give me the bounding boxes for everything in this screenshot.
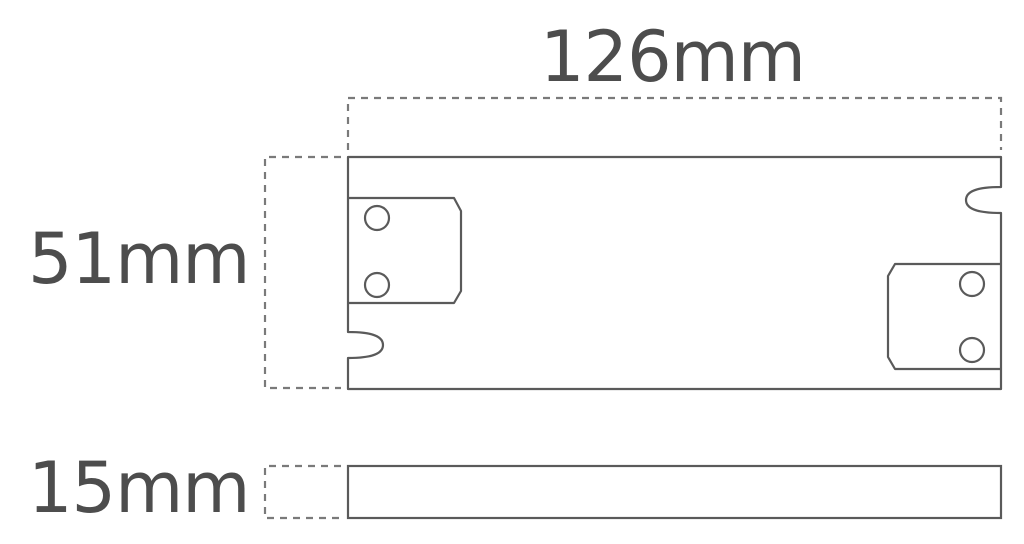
right-terminal-screw-top <box>958 270 986 298</box>
depth-dimension-label: 15mm <box>28 447 250 529</box>
width-dimension-guide <box>346 96 1003 150</box>
top-view-body-outline <box>346 155 1003 391</box>
left-terminal-screw-top <box>363 204 391 232</box>
right-terminal-screw-bottom <box>958 336 986 364</box>
height-dimension-label: 51mm <box>28 218 250 300</box>
left-terminal-screw-bottom <box>363 271 391 299</box>
right-terminal-block <box>886 262 1001 371</box>
height-dimension-guide <box>263 155 341 390</box>
left-terminal-outline <box>348 196 463 305</box>
side-view-body-outline <box>346 464 1003 520</box>
width-dimension-label: 126mm <box>540 16 806 98</box>
depth-dimension-guide <box>263 464 341 520</box>
right-terminal-outline <box>886 262 1001 371</box>
left-terminal-block <box>348 196 463 305</box>
